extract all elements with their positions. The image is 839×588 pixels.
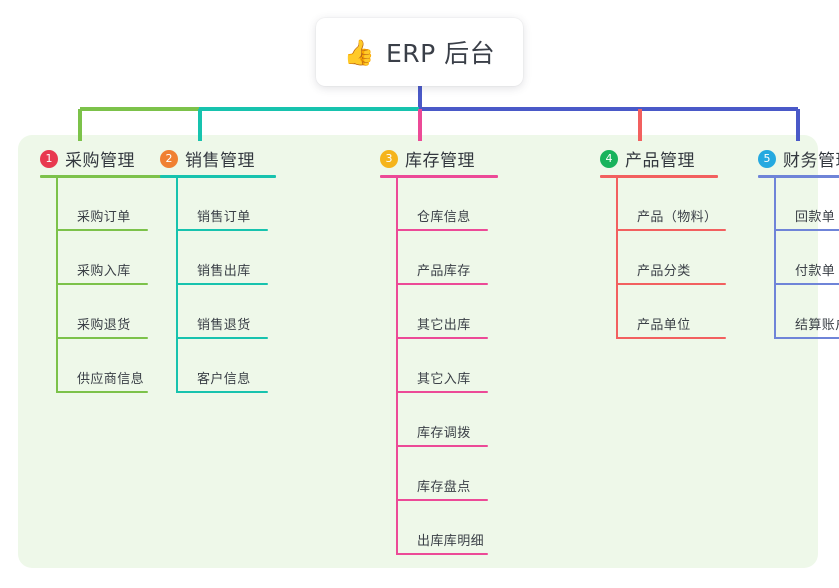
branch-leaf-label: 库存盘点 xyxy=(417,480,471,495)
connector-lines xyxy=(78,86,800,141)
branch-leaf[interactable]: 产品（物料） xyxy=(616,201,726,231)
branch-leaf-underline xyxy=(56,337,148,339)
branch-leaf[interactable]: 出库库明细 xyxy=(396,525,488,555)
branch-leaf[interactable]: 其它出库 xyxy=(396,309,488,339)
thumbs-up-icon: 👍 xyxy=(343,37,375,67)
branch-title: 产品管理 xyxy=(625,151,695,171)
branch-title: 采购管理 xyxy=(65,151,135,171)
root-node-title: ERP 后台 xyxy=(385,39,496,68)
branch-leaf[interactable]: 供应商信息 xyxy=(56,363,148,393)
branch-leaf-underline xyxy=(396,499,488,501)
branch-leaf-underline xyxy=(774,337,839,339)
branch-leaf-underline xyxy=(56,391,148,393)
branch-title: 库存管理 xyxy=(405,151,475,171)
branch-title: 财务管理 xyxy=(783,151,839,171)
branch-leaf-label: 产品库存 xyxy=(417,264,471,279)
branch-header-2[interactable]: 2 销售管理 xyxy=(160,146,255,171)
branch-leaf-label: 出库库明细 xyxy=(417,534,485,549)
branch-leaf-label: 客户信息 xyxy=(197,372,251,387)
branch-number-badge: 5 xyxy=(758,149,776,168)
branch-leaf[interactable]: 产品分类 xyxy=(616,255,726,285)
branch-leaf-underline xyxy=(396,283,488,285)
branch-leaf-underline xyxy=(176,229,268,231)
branch-leaf[interactable]: 销售订单 xyxy=(176,201,268,231)
diagram-panel xyxy=(18,135,818,568)
branch-leaf-label: 采购入库 xyxy=(77,264,131,279)
branch-leaf[interactable]: 其它入库 xyxy=(396,363,488,393)
branch-leaf[interactable]: 产品单位 xyxy=(616,309,726,339)
branch-leaf-underline xyxy=(616,337,726,339)
branch-leaf[interactable]: 付款单 xyxy=(774,255,839,285)
branch-leaf-label: 供应商信息 xyxy=(77,372,145,387)
branch-leaf-underline xyxy=(774,229,839,231)
branch-leaf-label: 仓库信息 xyxy=(417,210,471,225)
branch-leaf-underline xyxy=(176,391,268,393)
branch-leaf-underline xyxy=(396,337,488,339)
branch-leaf[interactable]: 回款单 xyxy=(774,201,839,231)
branch-leaf-label: 采购订单 xyxy=(77,210,131,225)
branch-leaf[interactable]: 采购退货 xyxy=(56,309,148,339)
branch-leaf-label: 产品单位 xyxy=(637,318,691,333)
branch-leaf[interactable]: 库存盘点 xyxy=(396,471,488,501)
branch-leaf-label: 销售订单 xyxy=(197,210,251,225)
branch-header-4[interactable]: 4 产品管理 xyxy=(600,146,695,171)
branch-leaf-label: 结算账户 xyxy=(795,318,839,333)
branch-leaf-label: 采购退货 xyxy=(77,318,131,333)
branch-spine xyxy=(616,175,618,339)
branch-leaf-label: 销售退货 xyxy=(197,318,251,333)
branch-leaf-label: 付款单 xyxy=(795,264,836,279)
branch-leaf-label: 产品（物料） xyxy=(637,210,718,225)
root-node-erp-backend[interactable]: 👍 ERP 后台 xyxy=(316,18,523,86)
branch-spine xyxy=(774,175,776,339)
branch-title: 销售管理 xyxy=(185,151,255,171)
branch-leaf-underline xyxy=(396,391,488,393)
branch-leaf-underline xyxy=(56,283,148,285)
branch-leaf[interactable]: 销售出库 xyxy=(176,255,268,285)
branch-leaf[interactable]: 库存调拨 xyxy=(396,417,488,447)
branch-leaf-label: 产品分类 xyxy=(637,264,691,279)
branch-leaf[interactable]: 结算账户 xyxy=(774,309,839,339)
branch-spine xyxy=(396,175,398,555)
branch-header-3[interactable]: 3 库存管理 xyxy=(380,146,475,171)
branch-leaf-label: 其它出库 xyxy=(417,318,471,333)
branch-leaf[interactable]: 采购订单 xyxy=(56,201,148,231)
branch-header-5[interactable]: 5 财务管理 xyxy=(758,146,839,171)
branch-number-badge: 1 xyxy=(40,149,58,168)
branch-number-badge: 4 xyxy=(600,149,618,168)
branch-leaf[interactable]: 销售退货 xyxy=(176,309,268,339)
branch-underline xyxy=(380,175,498,178)
branch-leaf-label: 回款单 xyxy=(795,210,836,225)
branch-leaf-label: 库存调拨 xyxy=(417,426,471,441)
branch-leaf-underline xyxy=(56,229,148,231)
branch-underline xyxy=(600,175,718,178)
branch-number-badge: 2 xyxy=(160,149,178,168)
branch-leaf[interactable]: 采购入库 xyxy=(56,255,148,285)
branch-leaf-underline xyxy=(774,283,839,285)
branch-underline xyxy=(40,175,166,178)
branch-leaf-label: 销售出库 xyxy=(197,264,251,279)
branch-leaf-underline xyxy=(616,229,726,231)
branch-leaf-underline xyxy=(616,283,726,285)
branch-leaf-underline xyxy=(396,553,488,555)
branch-leaf[interactable]: 产品库存 xyxy=(396,255,488,285)
branch-leaf[interactable]: 仓库信息 xyxy=(396,201,488,231)
branch-header-1[interactable]: 1 采购管理 xyxy=(40,146,135,171)
branch-leaf-underline xyxy=(176,337,268,339)
branch-underline xyxy=(758,175,839,178)
branch-leaf[interactable]: 客户信息 xyxy=(176,363,268,393)
branch-columns: 1 采购管理采购订单采购入库采购退货供应商信息 2 销售管理销售订单销售出库销售退货客… xyxy=(18,135,839,568)
branch-leaf-underline xyxy=(396,445,488,447)
branch-leaf-underline xyxy=(176,283,268,285)
branch-leaf-label: 其它入库 xyxy=(417,372,471,387)
branch-number-badge: 3 xyxy=(380,149,398,168)
branch-underline xyxy=(160,175,276,178)
branch-leaf-underline xyxy=(396,229,488,231)
